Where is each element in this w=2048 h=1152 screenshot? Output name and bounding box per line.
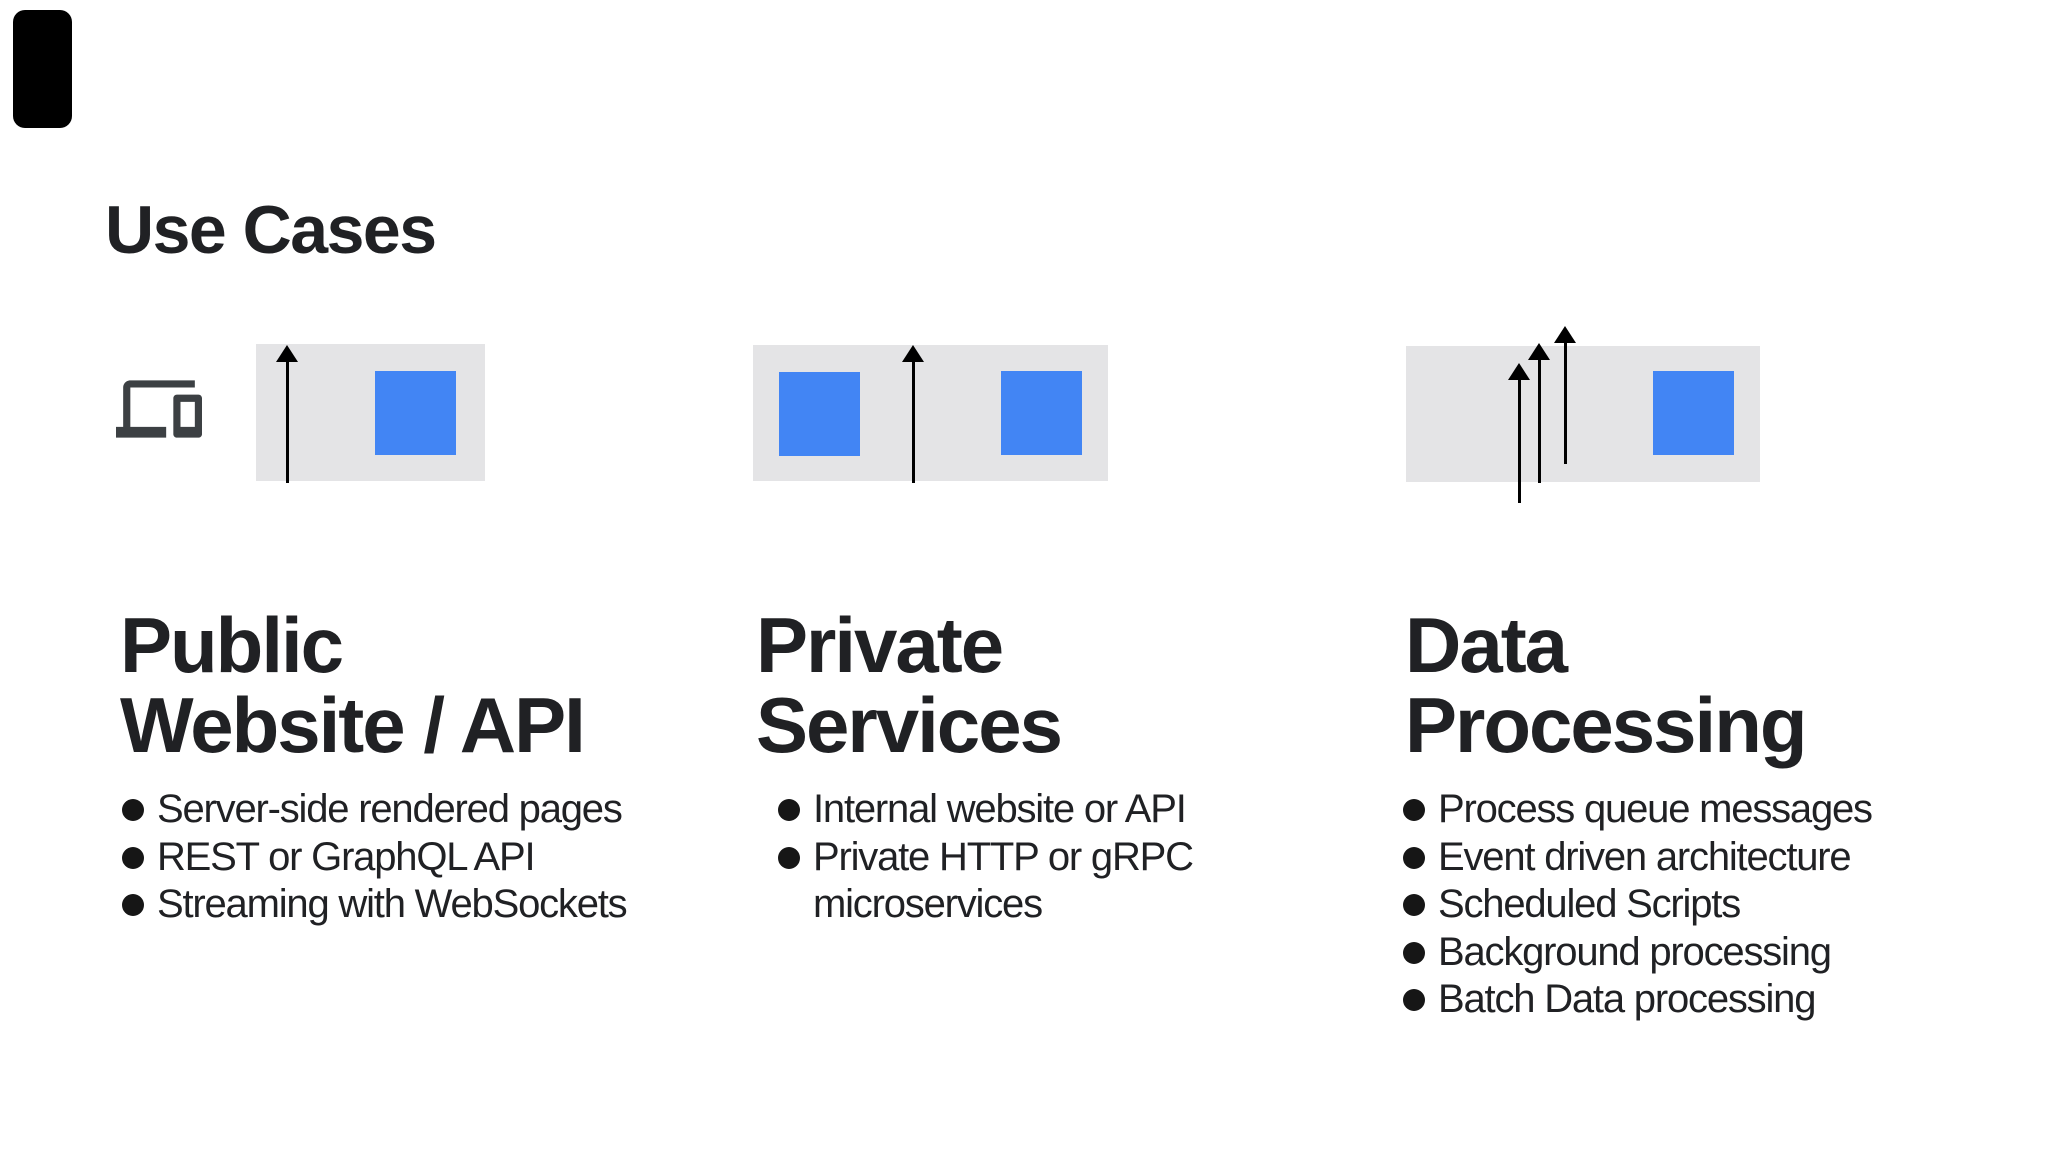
bullet-list: Process queue messages Event driven arch… (1403, 786, 1873, 1024)
up-arrow-icon (1554, 326, 1576, 464)
up-arrow-icon (1528, 343, 1550, 483)
column-title: Private Services (756, 600, 1063, 769)
list-item: Streaming with WebSockets (122, 881, 628, 929)
column-title-line: Public (120, 600, 344, 689)
column-title: Data Processing (1405, 600, 1808, 769)
list-item: Batch Data processing (1403, 976, 1872, 1024)
service-square (375, 371, 456, 455)
column-title-line: Private (756, 600, 1004, 689)
list-item: Event driven architecture (1403, 834, 1872, 882)
column-title-line: Services (756, 680, 1063, 769)
bullet-list: Server-side rendered pages REST or Graph… (122, 786, 628, 929)
column-title-line: Website / API (120, 680, 586, 769)
list-item: Private HTTP or gRPC microservices (778, 834, 1194, 929)
column-title-line: Processing (1405, 680, 1808, 769)
list-item: Internal website or API (778, 786, 1193, 834)
service-square (779, 372, 860, 456)
up-arrow-icon (902, 345, 924, 483)
list-item: Process queue messages (1403, 786, 1873, 834)
up-arrow-icon (1508, 363, 1530, 503)
up-arrow-icon (276, 345, 298, 483)
service-square (1653, 371, 1734, 455)
list-item: Scheduled Scripts (1403, 881, 1872, 929)
corner-tab (13, 10, 72, 128)
list-item: Background processing (1403, 929, 1872, 977)
list-item: REST or GraphQL API (122, 834, 626, 882)
column-title: Public Website / API (120, 600, 586, 769)
list-item: Server-side rendered pages (122, 786, 626, 834)
service-square (1001, 371, 1082, 455)
column-title-line: Data (1405, 600, 1568, 689)
bullet-list: Internal website or API Private HTTP or … (778, 786, 1194, 929)
page-title: Use Cases (105, 191, 437, 268)
devices-icon (116, 366, 202, 452)
